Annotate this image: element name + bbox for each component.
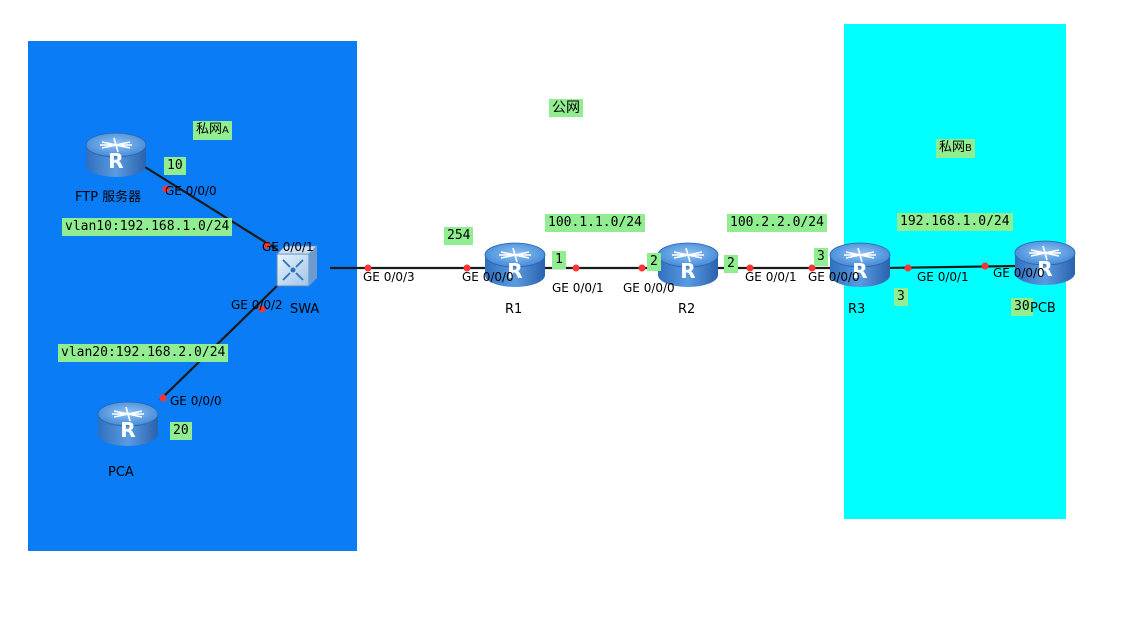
pca-host-label: 20	[170, 422, 192, 440]
port-label-ftp-g000: GE 0/0/0	[165, 184, 217, 198]
port-label-r3-g000: GE 0/0/0	[808, 270, 860, 284]
port-label-swa-g001: GE 0/0/1	[262, 240, 314, 254]
router-icon	[85, 132, 147, 178]
r2-right-ip-label: 2	[724, 255, 738, 273]
device-name-r2: R2	[678, 302, 696, 317]
r3-right-ip-label: 3	[894, 288, 908, 306]
port-dots	[159, 185, 989, 402]
port-label-r3-g001: GE 0/0/1	[917, 270, 969, 284]
port-label-r1-g001: GE 0/0/1	[552, 281, 604, 295]
port-label-swa-g002: GE 0/0/2	[231, 298, 283, 312]
device-name-pca: PCA	[108, 465, 134, 480]
r3-left-ip-label: 3	[814, 248, 828, 266]
vlan20-label: vlan20:192.168.2.0/24	[58, 344, 229, 362]
network-r2-r3-label: 100.2.2.0/24	[727, 214, 827, 232]
link-ftp-swa	[144, 166, 279, 251]
device-name-swa: SWA	[290, 302, 320, 317]
switch-icon	[276, 245, 318, 287]
device-name-r3: R3	[848, 302, 866, 317]
private-network-a-label: 私网A	[193, 121, 232, 140]
port-label-r2-g001: GE 0/0/1	[745, 270, 797, 284]
network-b-label: 192.168.1.0/24	[897, 213, 1013, 231]
router-icon	[97, 401, 159, 447]
r2-left-ip-label: 2	[647, 253, 661, 271]
r1-left-ip-label: 254	[444, 227, 474, 245]
vlan10-label: vlan10:192.168.1.0/24	[62, 218, 233, 236]
port-label-r2-g000: GE 0/0/0	[623, 281, 675, 295]
ftp-host-label: 10	[164, 157, 186, 175]
private-network-a-zone	[28, 41, 357, 551]
link-swa-pca	[159, 284, 279, 401]
device-name-pcb: PCB	[1030, 301, 1056, 316]
device-name-ftp: FTP 服务器	[75, 190, 142, 205]
pcb-host-label: 30	[1011, 298, 1033, 316]
network-r1-r2-label: 100.1.1.0/24	[545, 214, 645, 232]
port-label-swa-g003: GE 0/0/3	[363, 270, 415, 284]
public-network-label: 公网	[549, 99, 583, 117]
private-network-b-label: 私网B	[936, 139, 975, 158]
device-name-r1: R1	[505, 302, 523, 317]
port-label-pca-g000: GE 0/0/0	[170, 394, 222, 408]
port-label-pcb-g000: GE 0/0/0	[993, 266, 1045, 280]
port-label-r1-g000: GE 0/0/0	[462, 270, 514, 284]
r1-right-ip-label: 1	[552, 251, 566, 269]
